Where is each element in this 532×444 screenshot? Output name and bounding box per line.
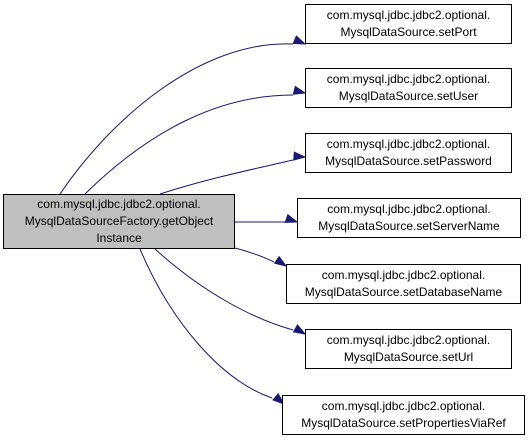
callee-node-set-properties-via-ref[interactable]: com.mysql.jdbc.jdbc2.optional. MysqlData… (282, 395, 525, 435)
callee-node-line-1: com.mysql.jdbc.jdbc2.optional. (327, 202, 491, 216)
edge-set-port-arrowhead (292, 35, 307, 45)
edge-set-url-arrowhead (292, 324, 307, 335)
callee-node-line-1: com.mysql.jdbc.jdbc2.optional. (326, 333, 491, 347)
edge-set-user (84, 94, 294, 195)
callee-node-line-1: com.mysql.jdbc.jdbc2.optional. (326, 72, 491, 86)
callee-node-line-2: MysqlDataSource.setUrl (343, 350, 474, 364)
root-node-line-2: MysqlDataSourceFactory.getObject (24, 214, 214, 228)
callee-node-line-1: com.mysql.jdbc.jdbc2.optional. (321, 399, 486, 413)
root-node-line-1: com.mysql.jdbc.jdbc2.optional. (37, 197, 201, 211)
callee-node-line-2: MysqlDataSource.setPassword (325, 154, 492, 168)
callee-node-set-password[interactable]: com.mysql.jdbc.jdbc2.optional. MysqlData… (305, 133, 512, 173)
edge-set-server-name-arrowhead (284, 213, 299, 223)
root-node-line-3: Instance (96, 231, 142, 245)
callee-node-line-2: MysqlDataSource.setPropertiesViaRef (301, 416, 506, 430)
callee-node-line-1: com.mysql.jdbc.jdbc2.optional. (326, 8, 491, 22)
edge-set-user-arrowhead (292, 85, 307, 95)
callee-node-line-2: MysqlDataSource.setPort (340, 25, 477, 39)
callee-node-set-server-name[interactable]: com.mysql.jdbc.jdbc2.optional. MysqlData… (297, 198, 521, 238)
callee-node-line-1: com.mysql.jdbc.jdbc2.optional. (321, 268, 486, 282)
callee-node-set-user[interactable]: com.mysql.jdbc.jdbc2.optional. MysqlData… (305, 68, 512, 108)
edge-set-password (159, 159, 294, 195)
callee-node-set-database-name[interactable]: com.mysql.jdbc.jdbc2.optional. MysqlData… (286, 264, 521, 304)
callee-node-line-2: MysqlDataSource.setUser (338, 89, 479, 103)
callee-node-line-2: MysqlDataSource.setServerName (318, 219, 500, 233)
edge-set-database-name (234, 247, 275, 263)
edge-set-port (59, 43, 294, 195)
edge-set-password-arrowhead (293, 151, 307, 161)
callee-node-set-port[interactable]: com.mysql.jdbc.jdbc2.optional. MysqlData… (305, 4, 512, 44)
edge-set-url (154, 248, 294, 331)
edge-set-database-name-arrowhead (273, 255, 288, 267)
callee-node-line-1: com.mysql.jdbc.jdbc2.optional. (326, 137, 491, 151)
callee-node-line-2: MysqlDataSource.setDatabaseName (304, 285, 503, 299)
root-node[interactable]: com.mysql.jdbc.jdbc2.optional. MysqlData… (3, 194, 235, 249)
edge-set-properties-via-ref-arrowhead (272, 392, 286, 405)
edge-set-properties-via-ref (139, 248, 273, 399)
callee-node-set-url[interactable]: com.mysql.jdbc.jdbc2.optional. MysqlData… (305, 329, 512, 369)
